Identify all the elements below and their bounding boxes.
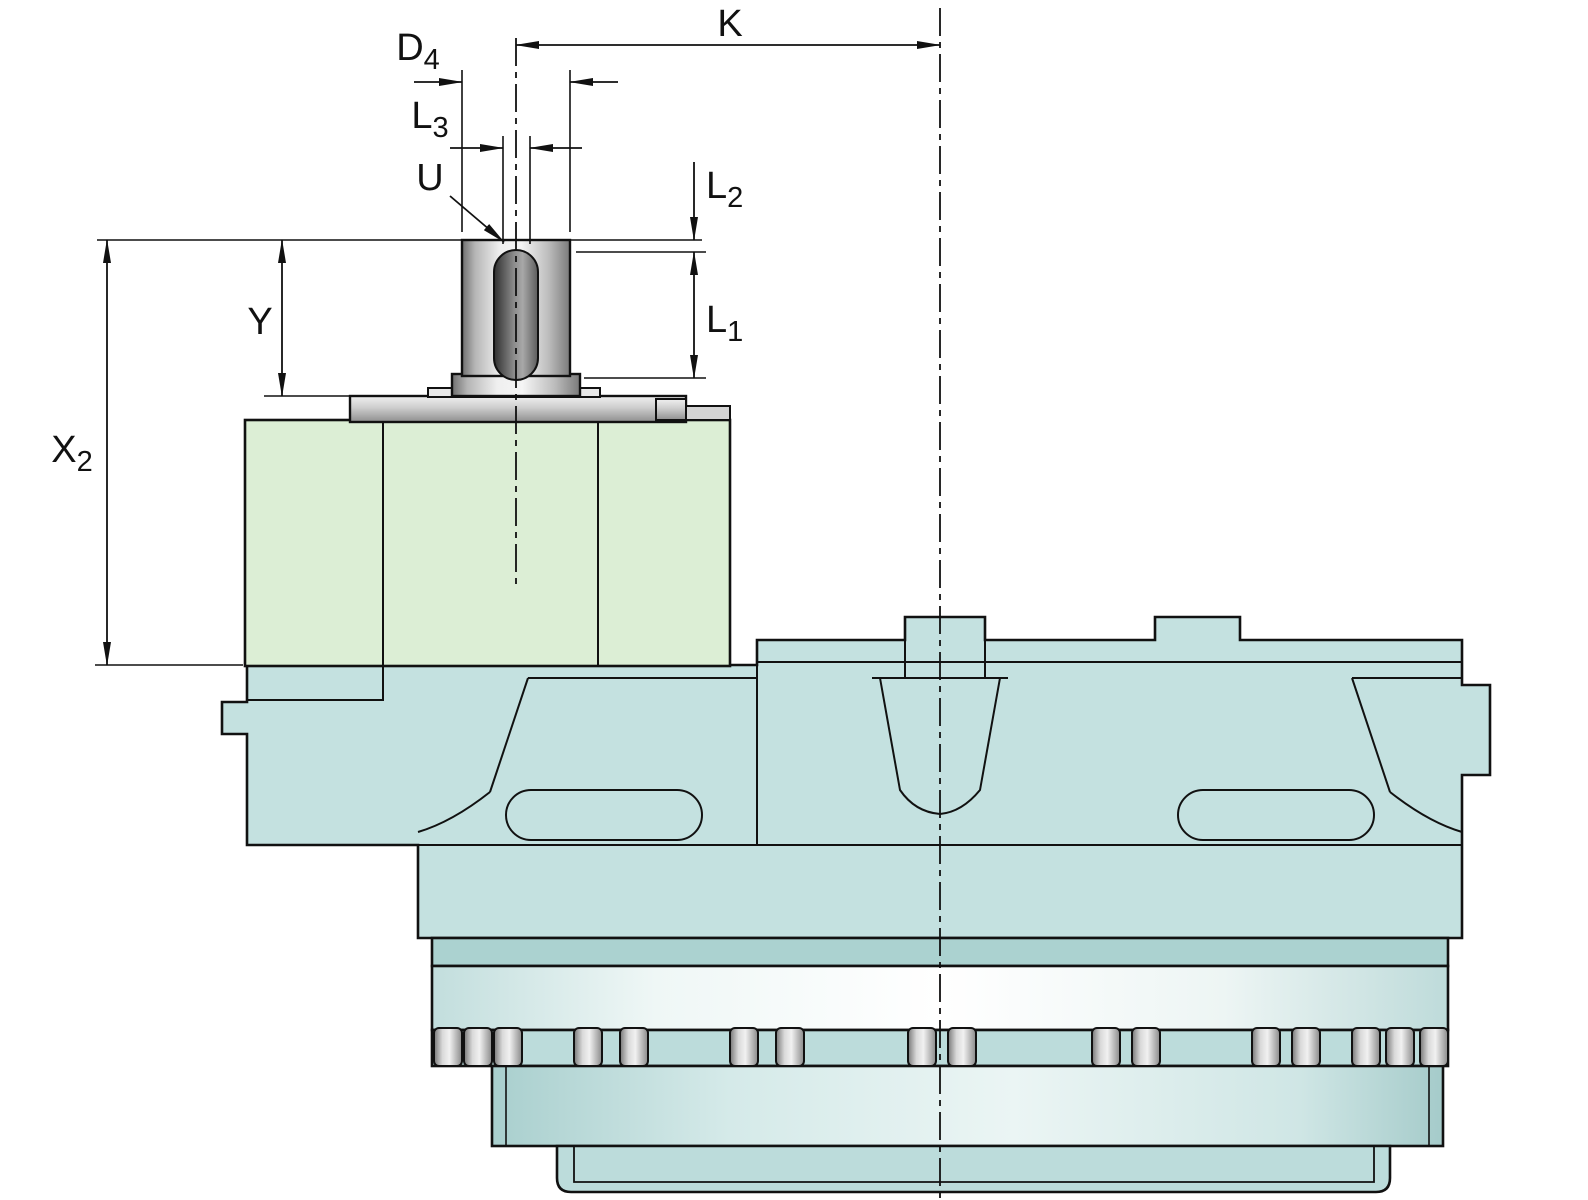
bottom-cover-inner-line	[573, 1146, 1375, 1183]
flange-bolts	[433, 1027, 1449, 1067]
centerlines	[515, 8, 941, 1198]
housing-upper-body	[220, 615, 1492, 940]
left-step-line	[247, 666, 384, 701]
dim-label-d4: D4	[396, 27, 440, 76]
center-web-slant-left	[879, 677, 941, 815]
bolt	[1351, 1027, 1381, 1067]
dimensions	[95, 41, 941, 666]
bolt	[1385, 1027, 1415, 1067]
dim-label-k: K	[717, 3, 742, 45]
bolt	[433, 1027, 463, 1067]
bolt	[619, 1027, 649, 1067]
bolt	[573, 1027, 603, 1067]
right-web-slant	[1351, 677, 1391, 793]
center-web-slant-right	[939, 677, 1001, 815]
bolt	[463, 1027, 493, 1067]
bolt	[493, 1027, 523, 1067]
dimension-labels: K D4 L3 U L2 L1 Y X2	[51, 3, 743, 478]
motor-flange	[348, 394, 688, 424]
dimension-lines	[103, 41, 941, 666]
gearbox-housing	[220, 615, 1492, 1194]
motor-assembly	[243, 387, 732, 668]
lower-housing	[490, 1064, 1445, 1148]
right-bearing-slot	[1177, 789, 1375, 841]
bolt	[907, 1027, 937, 1067]
dim-label-l2: L2	[706, 165, 743, 214]
bolt	[1131, 1027, 1161, 1067]
u-leader-line	[449, 195, 505, 243]
bolt	[1091, 1027, 1121, 1067]
bolt	[1251, 1027, 1281, 1067]
left-bearing-slot	[505, 789, 703, 841]
dim-label-l1: L1	[706, 299, 743, 348]
dim-label-u: U	[416, 157, 443, 199]
bolt	[775, 1027, 805, 1067]
bolt	[1419, 1027, 1449, 1067]
right-web-curve	[1389, 791, 1463, 833]
dim-label-x2: X2	[51, 429, 93, 478]
bottom-cover	[555, 1144, 1392, 1194]
motor-block	[243, 418, 732, 668]
bolt	[1291, 1027, 1321, 1067]
left-web-slant	[489, 677, 529, 793]
bolt	[729, 1027, 759, 1067]
extension-lines	[95, 70, 706, 666]
dim-label-l3: L3	[411, 95, 448, 144]
flange-clamp-small	[685, 405, 731, 421]
dim-label-y: Y	[247, 301, 272, 343]
bolt	[947, 1027, 977, 1067]
left-web-curve	[417, 791, 491, 833]
flange-clamp	[655, 398, 687, 421]
